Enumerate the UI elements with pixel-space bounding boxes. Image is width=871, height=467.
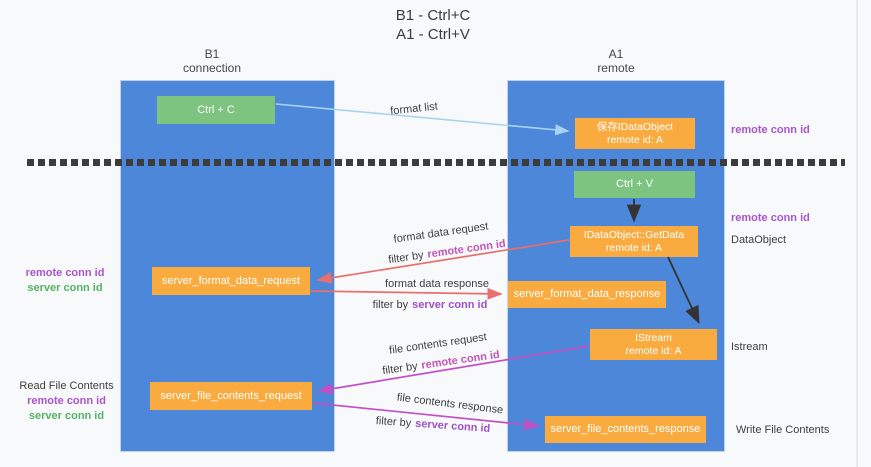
left-remote-conn-id-2: remote conn id (27, 395, 106, 407)
arrow-format-data-response (310, 287, 503, 300)
left-server-conn-id: server conn id (27, 282, 103, 294)
left-column-name: B1 (204, 47, 220, 61)
node-server-format-data-request: server_format_data_request (152, 267, 310, 295)
right-remote-conn-id-mid: remote conn id (731, 212, 810, 224)
remote-conn-id-text: remote conn id (426, 237, 507, 261)
node-idataobject-getdata: IDataObject::GetData remote id: A (570, 226, 698, 257)
node-server-file-contents-response-label: server_file_contents_response (550, 423, 701, 435)
right-column-name: A1 (608, 47, 624, 61)
left-column-role: connection (182, 61, 242, 75)
node-ctrl-c-label: Ctrl + C (197, 103, 235, 116)
server-conn-id-text: server conn id (414, 417, 491, 435)
left-remote-conn-id: remote conn id (25, 267, 105, 279)
node-save-idataobject-line2: remote id: A (606, 133, 664, 146)
write-file-contents-label: Write File Contents (736, 424, 830, 436)
label-format-list: format list (389, 100, 439, 118)
node-ctrl-v: Ctrl + V (574, 171, 695, 198)
node-server-format-data-request-label: server_format_data_request (161, 274, 301, 287)
node-server-file-contents-request-label: server_file_contents_request (160, 389, 302, 402)
node-save-idataobject-line1: 保存IDataObject (596, 120, 674, 133)
title-line-1: B1 - Ctrl+C (395, 7, 471, 24)
read-file-contents-label: Read File Contents (19, 380, 114, 392)
filter-by-text: filter by (387, 249, 425, 267)
dataobject-label: DataObject (731, 234, 787, 246)
right-remote-conn-id-top: remote conn id (731, 124, 810, 136)
istream-label: Istream (731, 341, 768, 353)
left-format-conn-ids: remote conn id server conn id (13, 266, 117, 296)
node-server-file-contents-request: server_file_contents_request (150, 382, 312, 410)
left-column-header: B1 connection (122, 47, 302, 75)
node-server-format-data-response-label: server_format_data_response (513, 288, 661, 300)
filter-by-text: filter by (375, 415, 412, 430)
right-column-role: remote (597, 61, 635, 75)
node-ctrl-v-label: Ctrl + V (616, 178, 653, 190)
right-column-header: A1 remote (526, 47, 706, 75)
node-istream-line1: IStream (635, 331, 672, 344)
filter-by-text: filter by (381, 360, 419, 378)
label-file-contents-response: file contents response (396, 391, 504, 417)
label-format-data-response: format data response (385, 278, 489, 290)
machine-boundary-dashed-line (27, 159, 845, 166)
node-server-file-contents-response: server_file_contents_response (545, 416, 706, 443)
left-server-conn-id-2: server conn id (28, 410, 105, 422)
node-server-format-data-response: server_format_data_response (508, 281, 666, 308)
node-getdata-line2: remote id: A (605, 241, 663, 254)
node-save-idataobject: 保存IDataObject remote id: A (575, 118, 695, 149)
node-istream-line2: remote id: A (625, 344, 682, 357)
node-getdata-line1: IDataObject::GetData (583, 228, 685, 241)
left-file-conn-ids: Read File Contents remote conn id server… (14, 379, 119, 424)
remote-conn-id-text: remote conn id (420, 348, 501, 372)
title-line-2: A1 - Ctrl+V (396, 26, 470, 43)
server-conn-id-text: server conn id (412, 299, 488, 311)
diagram-title: B1 - Ctrl+C A1 - Ctrl+V (283, 6, 583, 44)
right-edge-line (856, 0, 858, 467)
node-istream: IStream remote id: A (590, 329, 717, 360)
node-ctrl-c: Ctrl + C (157, 96, 275, 124)
filter-by-text: filter by (372, 299, 409, 311)
